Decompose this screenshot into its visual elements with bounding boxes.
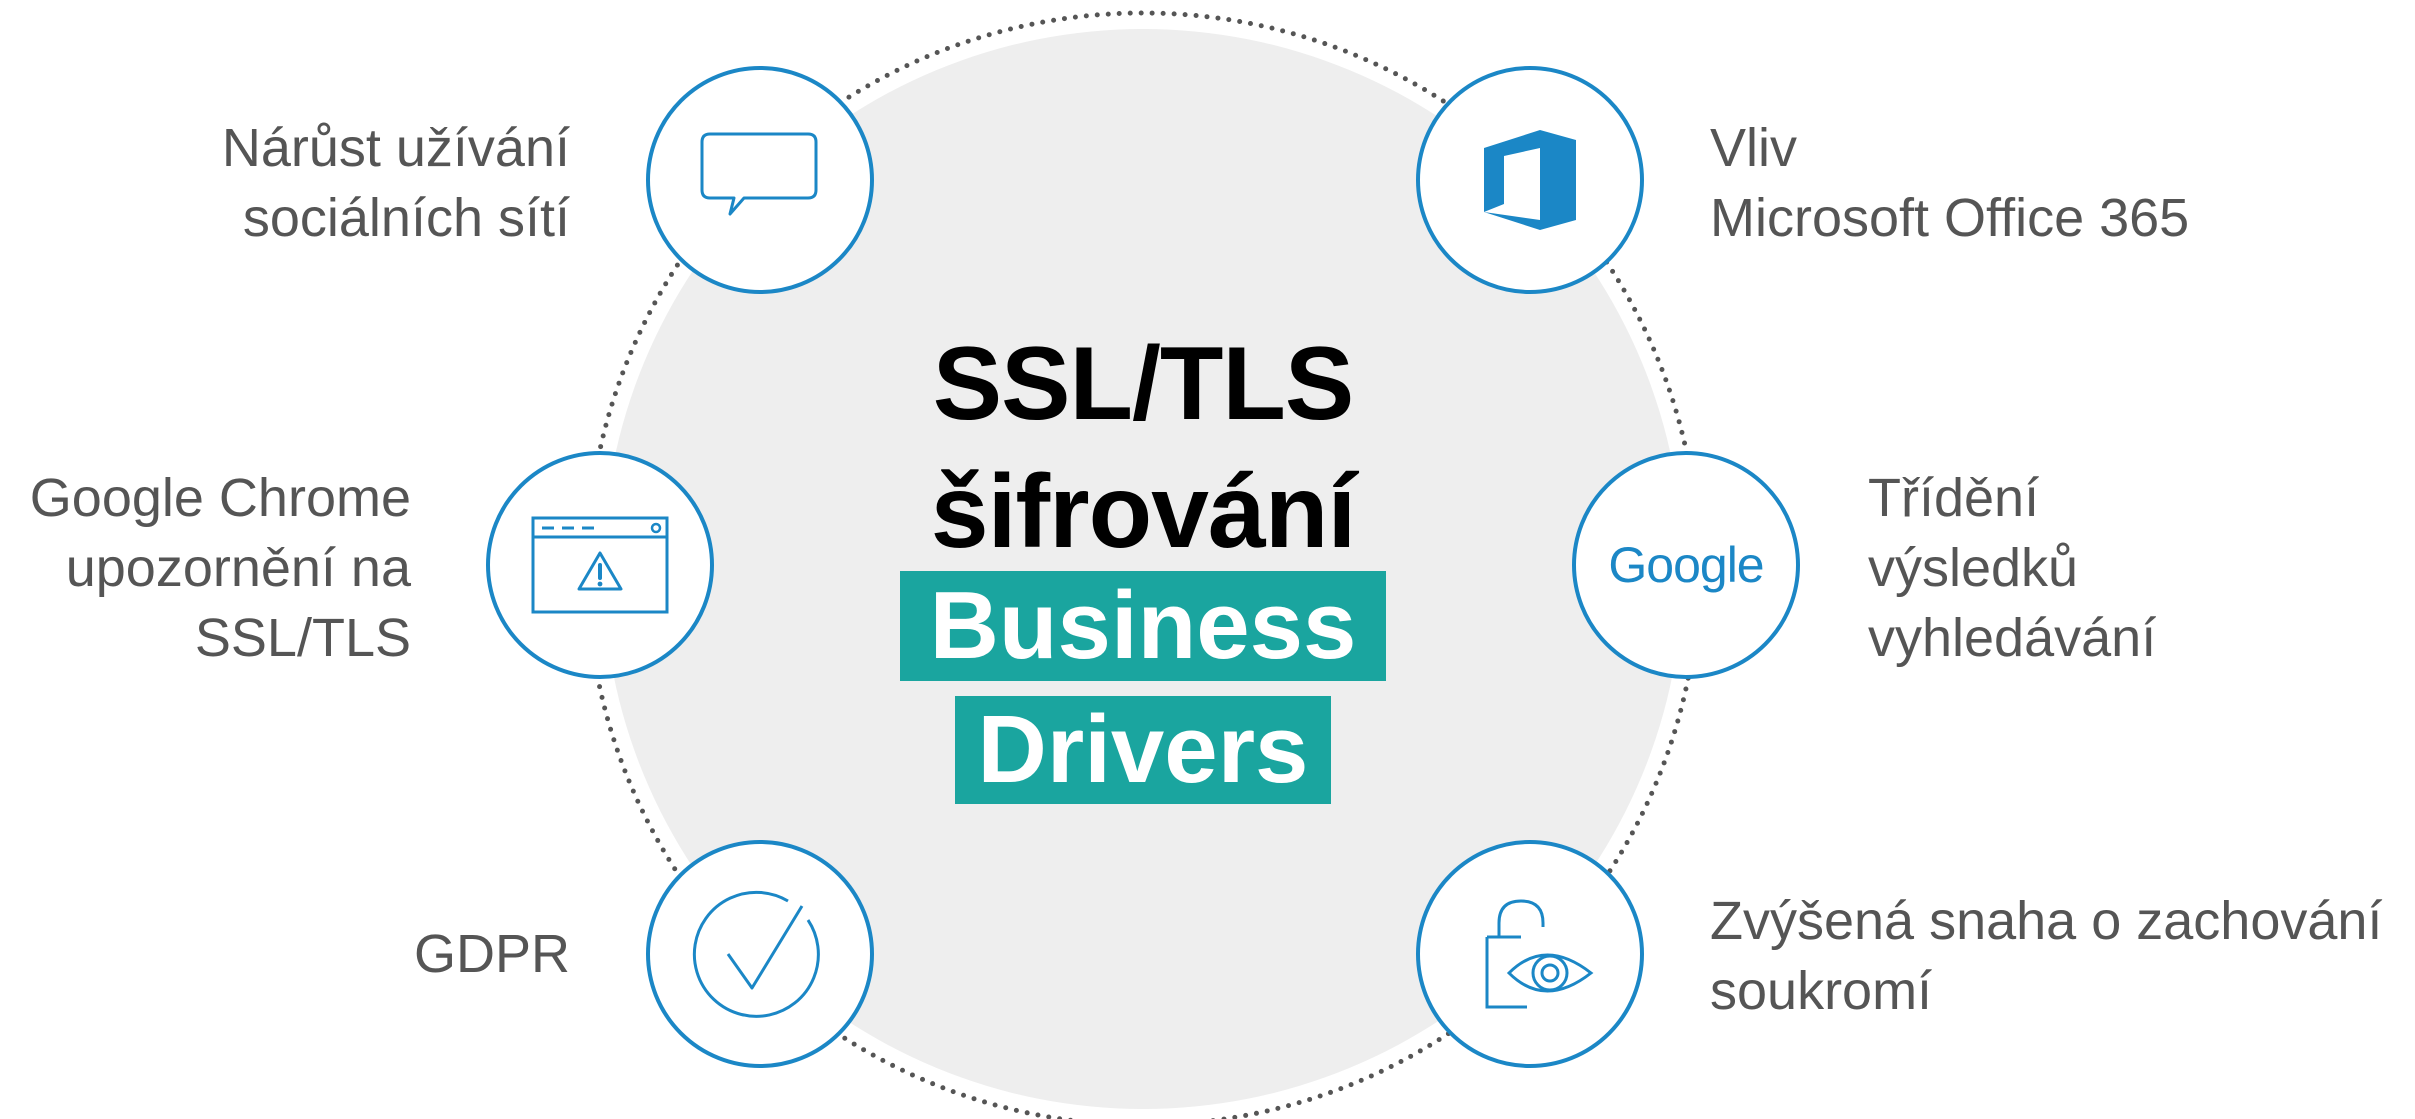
privacy-label-line1: Zvýšená snaha o zachování	[1710, 891, 2383, 951]
chat-bubble-icon	[700, 132, 818, 216]
social-node	[646, 66, 874, 294]
social-label-line1: Nárůst užívání	[221, 118, 570, 178]
office-label: Vliv Microsoft Office 365	[1710, 113, 2189, 253]
google-node: Google	[1572, 451, 1800, 679]
chrome-label-line3: SSL/TLS	[194, 608, 411, 668]
privacy-node	[1416, 840, 1644, 1068]
gdpr-node	[646, 840, 874, 1068]
google-label: Třídění výsledků vyhledávání	[1868, 463, 2156, 673]
office-logo-icon	[1484, 130, 1576, 230]
drivers-badge: Drivers	[955, 696, 1331, 804]
office-label-line2: Microsoft Office 365	[1710, 188, 2190, 248]
social-label-line2: sociálních sítí	[242, 188, 570, 248]
google-label-line3: vyhledávání	[1868, 608, 2157, 668]
privacy-label-line2: soukromí	[1710, 961, 1933, 1021]
chrome-label-line1: Google Chrome	[29, 468, 411, 528]
chrome-label-line2: upozornění na	[65, 538, 411, 598]
chrome-label: Google Chrome upozornění na SSL/TLS	[30, 463, 411, 673]
social-label: Nárůst užívání sociálních sítí	[222, 113, 570, 253]
chrome-node	[486, 451, 714, 679]
center-title-line2: šifrování	[930, 454, 1356, 570]
lock-eye-icon	[1485, 899, 1594, 1009]
checkmark-circle-icon	[692, 890, 820, 1018]
google-label-line1: Třídění	[1868, 468, 2040, 528]
business-badge: Business	[900, 571, 1386, 681]
office-label-line1: Vliv	[1710, 118, 1798, 178]
google-label-line2: výsledků	[1868, 538, 2079, 598]
gdpr-label-line1: GDPR	[413, 924, 570, 984]
gdpr-label: GDPR	[414, 919, 570, 989]
google-logo-icon: Google	[1608, 537, 1764, 593]
center-disc	[603, 29, 1683, 1109]
browser-warning-icon	[531, 516, 669, 614]
privacy-label: Zvýšená snaha o zachování soukromí	[1710, 886, 2382, 1026]
office-node	[1416, 66, 1644, 294]
center-title-line1: SSL/TLS	[932, 326, 1355, 442]
